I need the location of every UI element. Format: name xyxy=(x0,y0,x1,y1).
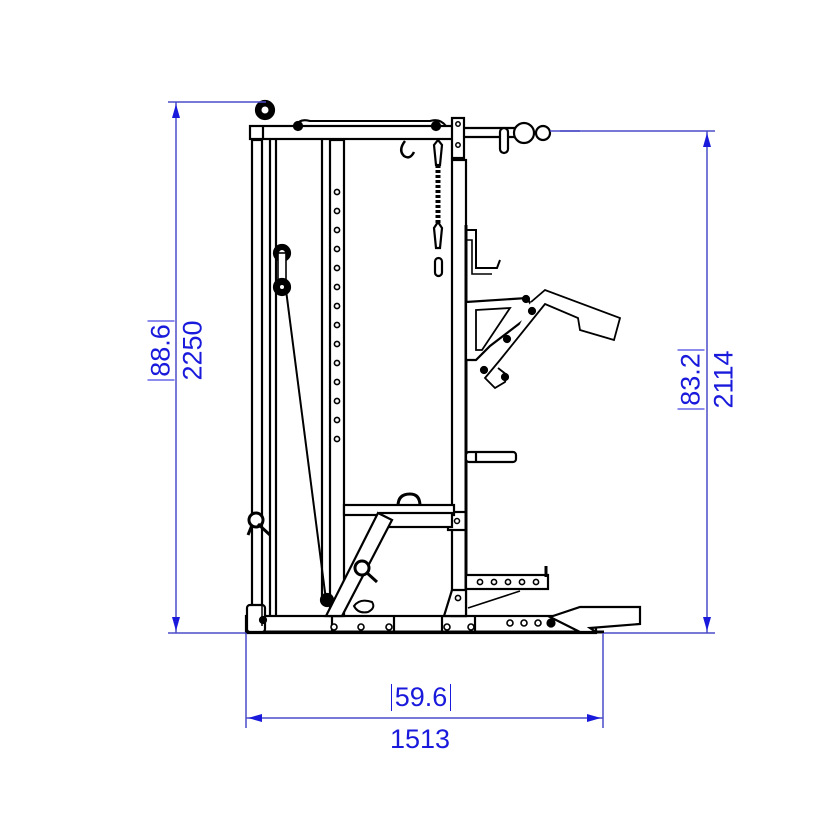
top-crossbar xyxy=(248,124,460,141)
base-frame xyxy=(244,614,598,635)
depth-mm-value: 1513 xyxy=(389,724,451,754)
rack-height-mm-label: 2114 xyxy=(708,340,739,420)
rack-height-inches-label: 83.2 xyxy=(676,340,706,420)
depth-inches-label: 59.6 xyxy=(376,684,466,711)
rack-height-mm-value: 2114 xyxy=(708,350,739,409)
rack-height-inches-value: 83.2 xyxy=(676,349,706,410)
lat-tower-column xyxy=(250,138,264,617)
depth-inches-value: 59.6 xyxy=(390,684,452,711)
hook xyxy=(400,140,416,159)
overall-height-mm-value: 2250 xyxy=(177,320,208,381)
depth-mm-label: 1513 xyxy=(370,726,470,753)
equipment-outline xyxy=(244,99,642,635)
cable xyxy=(285,289,327,601)
foot-plate xyxy=(547,605,642,634)
overall-height-inches-value: 88.6 xyxy=(146,320,176,381)
storage-horn xyxy=(464,450,518,464)
overall-height-inches-label: 88.6 xyxy=(146,311,176,391)
j-hook xyxy=(466,229,501,269)
overall-height-mm-label: 2250 xyxy=(177,311,208,391)
dimension-lines xyxy=(168,101,715,728)
